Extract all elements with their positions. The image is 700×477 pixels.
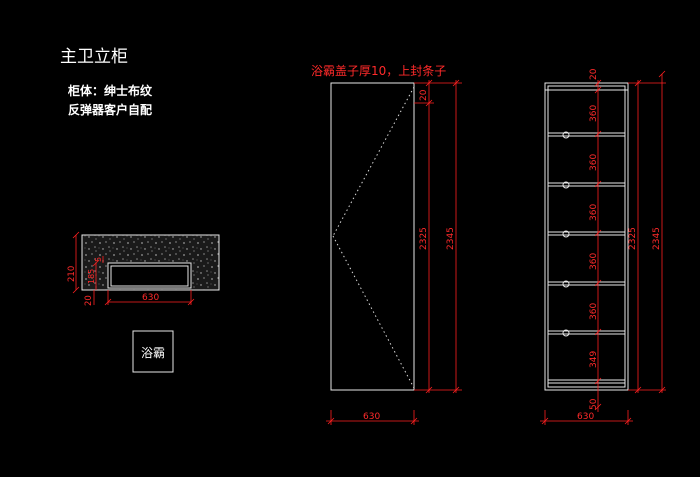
side-carcass <box>544 82 629 391</box>
front-dim-inner: 2325 <box>419 227 429 250</box>
side-dim-shelf-2: 360 <box>589 154 599 171</box>
plan-drawer <box>107 262 192 289</box>
label-box <box>132 330 174 373</box>
front-door <box>330 82 415 391</box>
side-dim-width: 630 <box>577 412 594 422</box>
side-dim-bottom: 50 <box>589 398 599 410</box>
side-dim-shelf-4: 360 <box>589 253 599 270</box>
drawing-title: 主卫立柜 <box>60 47 128 67</box>
note-hardware: 反弹器客户自配 <box>68 102 152 117</box>
side-elevation: 20 360 360 360 360 360 349 50 2325 2345 … <box>540 68 666 425</box>
plan-dim-inner: 185 <box>87 269 96 284</box>
plan-dim-gap: 5 <box>94 257 103 262</box>
side-dim-shelf-6: 349 <box>589 351 599 368</box>
front-dim-top: 20 <box>419 89 429 101</box>
side-dim-shelf-1: 360 <box>589 105 599 122</box>
front-dim-width: 630 <box>363 412 380 422</box>
plan-view: 210 185 5 20 630 <box>67 231 220 306</box>
front-callout: 浴霸盖子厚10，上封条子 <box>311 64 446 78</box>
label-box-text: 浴霸 <box>141 346 165 360</box>
plan-dim-depth: 210 <box>67 266 77 282</box>
side-dim-top: 20 <box>589 68 599 80</box>
shelf-pin <box>562 131 570 139</box>
front-dim-total: 2345 <box>446 227 456 250</box>
plan-dim-width: 630 <box>142 293 159 303</box>
side-dim-shelf-3: 360 <box>589 204 599 221</box>
side-dim-shelf-5: 360 <box>589 303 599 320</box>
shelf-pin <box>562 329 570 337</box>
shelf-pin <box>562 181 570 189</box>
shelf-pin <box>562 280 570 288</box>
side-dim-inner: 2325 <box>628 227 638 250</box>
plan-dim-side: 20 <box>84 295 94 306</box>
front-elevation: 浴霸盖子厚10，上封条子 20 2325 2345 630 <box>311 64 462 425</box>
note-material: 柜体：绅士布纹 <box>67 83 153 98</box>
shelf-pin <box>562 230 570 238</box>
side-dim-total: 2345 <box>652 227 662 250</box>
